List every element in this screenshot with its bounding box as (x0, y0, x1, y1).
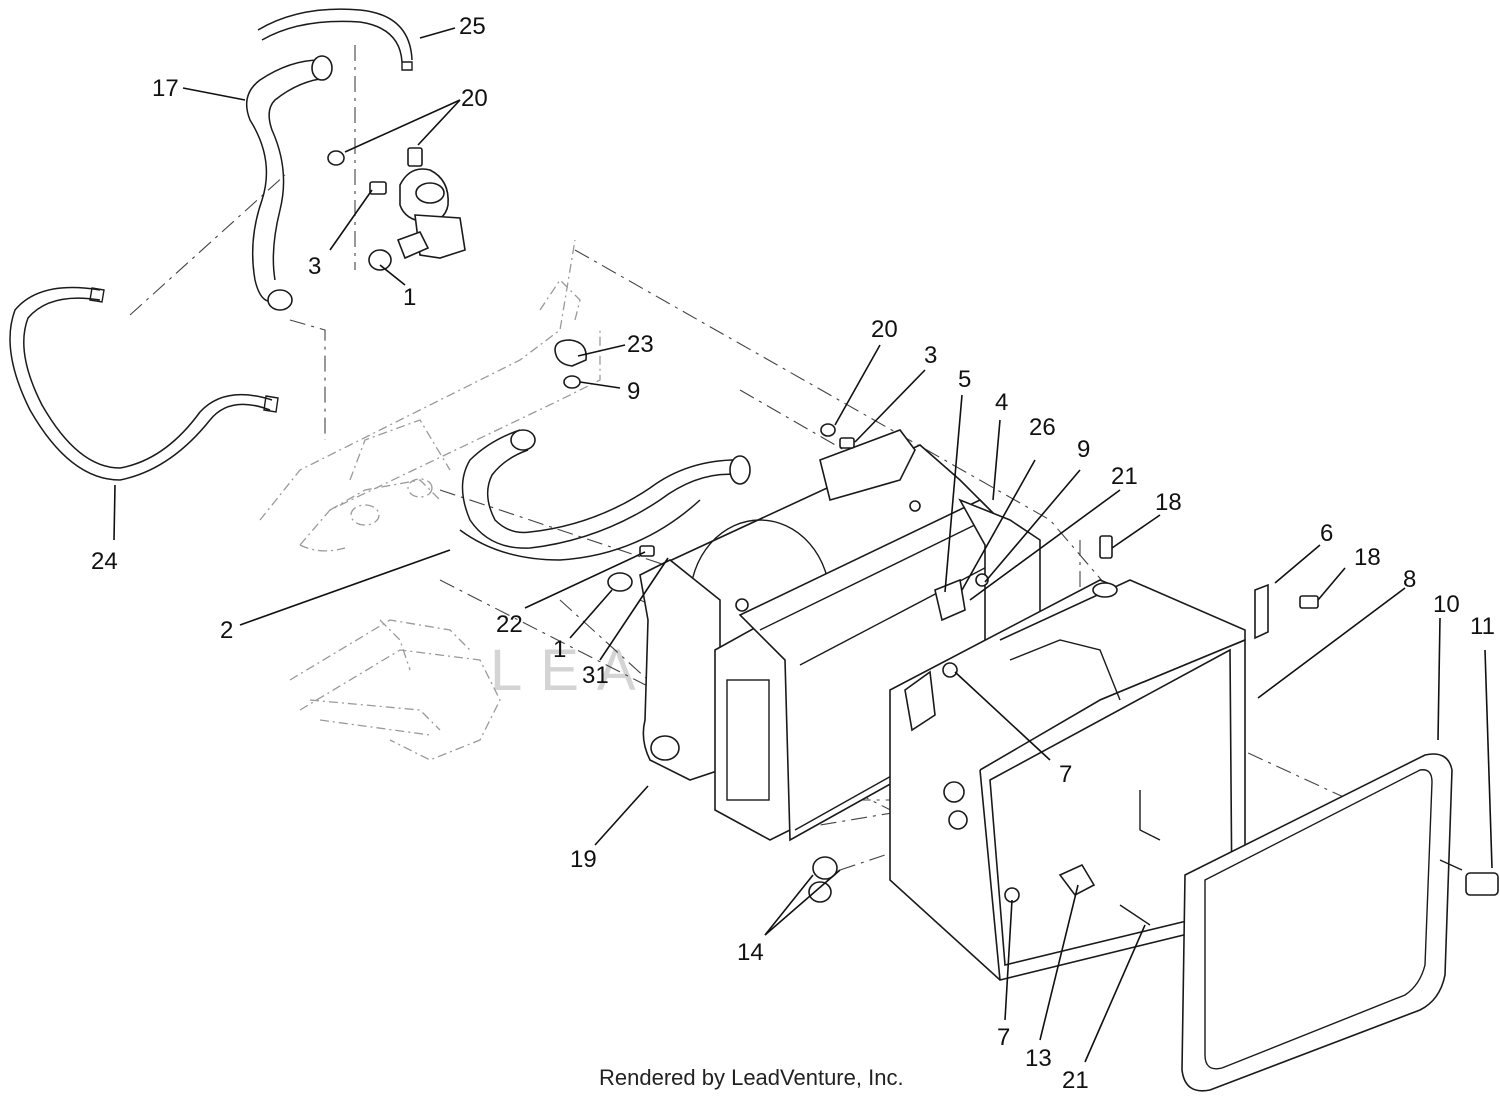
callout-label: 1 (403, 284, 416, 311)
callout-label: 9 (627, 378, 640, 405)
callout-label: 3 (308, 253, 321, 280)
callout-label: 17 (152, 75, 179, 102)
callout-label: 18 (1155, 489, 1182, 516)
callout-label: 23 (627, 331, 654, 358)
hose-25 (257, 8, 413, 71)
callout-label: 31 (582, 662, 609, 689)
callout-label: 20 (871, 316, 898, 343)
fasteners (607, 423, 1151, 926)
shroud-box-8 (889, 535, 1319, 981)
callout-label: 13 (1025, 1045, 1052, 1072)
callout-label: 5 (958, 366, 971, 393)
hose-2 (459, 429, 751, 561)
callouts: 25 17 20 3 1 23 9 20 3 5 4 26 9 21 18 24… (91, 13, 1495, 1094)
callout-label: 9 (1077, 436, 1090, 463)
thermostat-housing (327, 147, 466, 271)
callout-label: 10 (1433, 591, 1460, 618)
frame-outline (259, 239, 601, 761)
render-credit: Rendered by LeadVenture, Inc. (599, 1065, 904, 1090)
callout-label: 26 (1029, 414, 1056, 441)
callout-label: 19 (570, 846, 597, 873)
callout-label: 18 (1354, 544, 1381, 571)
callout-label: 3 (924, 342, 937, 369)
callout-label: 20 (461, 85, 488, 112)
plug-14 (808, 856, 838, 903)
callout-label: 21 (1111, 463, 1138, 490)
callout-label: 4 (995, 389, 1008, 416)
callout-label: 1 (553, 636, 566, 663)
callout-label: 22 (496, 611, 523, 638)
callout-label: 8 (1403, 566, 1416, 593)
hose-24 (9, 286, 279, 481)
radiator (639, 429, 1041, 842)
callout-label: 6 (1320, 520, 1333, 547)
callout-label: 14 (737, 939, 764, 966)
callout-label: 2 (220, 617, 233, 644)
screen-frame-10 (1181, 753, 1499, 1092)
callout-label: 25 (459, 13, 486, 40)
clamp-23 (554, 339, 587, 389)
leader-lines (113, 27, 1493, 1063)
hose-17 (245, 55, 333, 311)
callout-label: 24 (91, 548, 118, 575)
callout-label: 11 (1470, 613, 1495, 640)
callout-label: 7 (997, 1024, 1010, 1051)
callout-label: 21 (1062, 1067, 1089, 1094)
callout-label: 7 (1059, 761, 1072, 788)
